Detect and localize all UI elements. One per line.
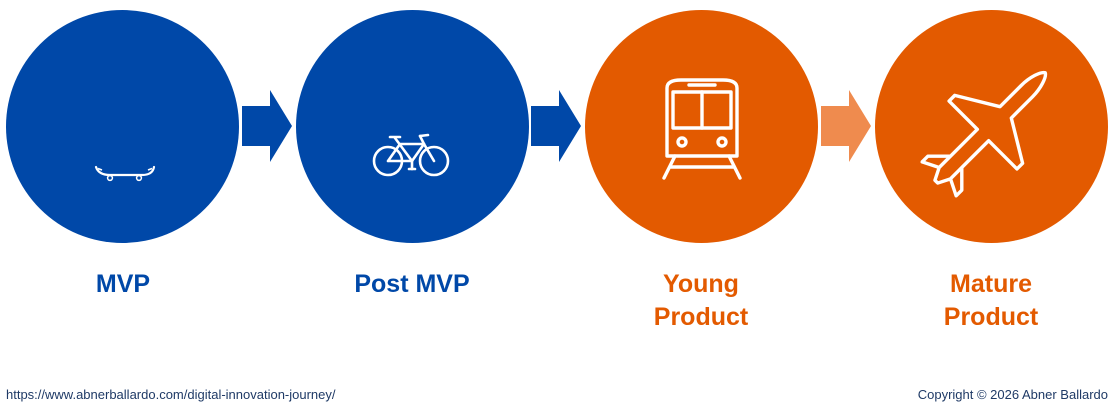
bicycle-icon	[372, 133, 450, 177]
arrow-right-icon	[242, 90, 292, 162]
source-url-link[interactable]: https://www.abnerballardo.com/digital-in…	[6, 387, 336, 402]
train-icon	[662, 78, 742, 180]
arrow-right-icon	[531, 90, 581, 162]
airplane-icon	[920, 70, 1048, 198]
stage-label-young-product: Young Product	[571, 268, 831, 334]
skateboard-icon	[94, 165, 156, 182]
stage-label-mature-product: Mature Product	[861, 268, 1116, 334]
stage-label-line: Mature	[950, 270, 1032, 298]
stage-circle-mvp	[6, 10, 239, 243]
stage-label-line: Post MVP	[354, 270, 470, 298]
copyright-text: Copyright © 2026 Abner Ballardo	[917, 387, 1108, 402]
stage-circle-young-product	[585, 10, 818, 243]
stage-label-post-mvp: Post MVP	[282, 268, 542, 301]
stage-label-line: MVP	[95, 270, 151, 298]
stage-circle-mature-product	[875, 10, 1108, 243]
stage-label-line: Product	[943, 303, 1039, 331]
stage-circle-post-mvp	[296, 10, 529, 243]
stage-label-line: Product	[653, 303, 749, 331]
stage-label-mvp: MVP	[0, 268, 253, 301]
stage-label-line: Young	[663, 270, 739, 298]
arrow-right-icon	[821, 90, 871, 162]
